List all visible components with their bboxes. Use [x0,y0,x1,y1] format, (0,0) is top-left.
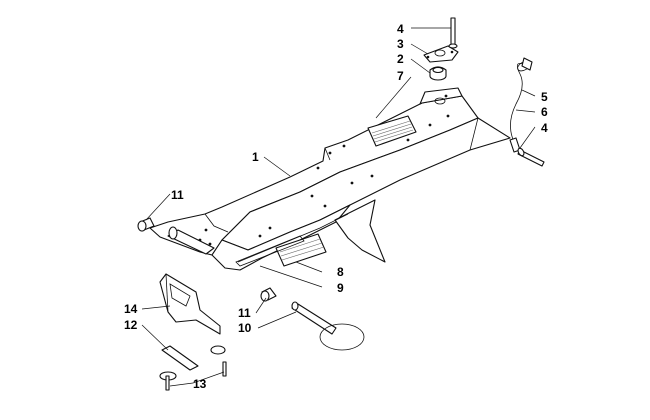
washer-right [210,345,227,377]
callout-4-right: 4 [541,121,548,135]
callout-10: 10 [238,321,252,335]
tether-cord [509,57,533,153]
decal-lower [235,233,327,267]
pin-right [517,147,545,167]
flange-plate [423,45,459,63]
callout-6: 6 [541,105,548,119]
callout-2: 2 [397,52,404,66]
bushing-lower [260,287,277,302]
grommet [429,66,447,81]
callout-11-lower: 11 [238,306,251,320]
callout-12: 12 [124,318,138,332]
screw-top [448,17,458,49]
callout-9: 9 [337,281,344,295]
washer-left [159,371,177,391]
callout-7: 7 [397,69,404,83]
strap [161,345,199,371]
pull-handle [291,301,365,351]
callout-14: 14 [124,302,138,316]
leader-lines [141,27,536,387]
callout-8: 8 [337,265,344,279]
decal-upper [367,115,417,147]
callout-3: 3 [397,37,404,51]
callout-11-upper: 11 [171,188,184,202]
callout-4-top: 4 [397,22,404,36]
hinge-rod [167,226,215,255]
callout-1: 1 [252,150,259,164]
callout-5: 5 [541,90,548,104]
callout-13: 13 [193,377,207,391]
support-bracket [159,273,221,335]
